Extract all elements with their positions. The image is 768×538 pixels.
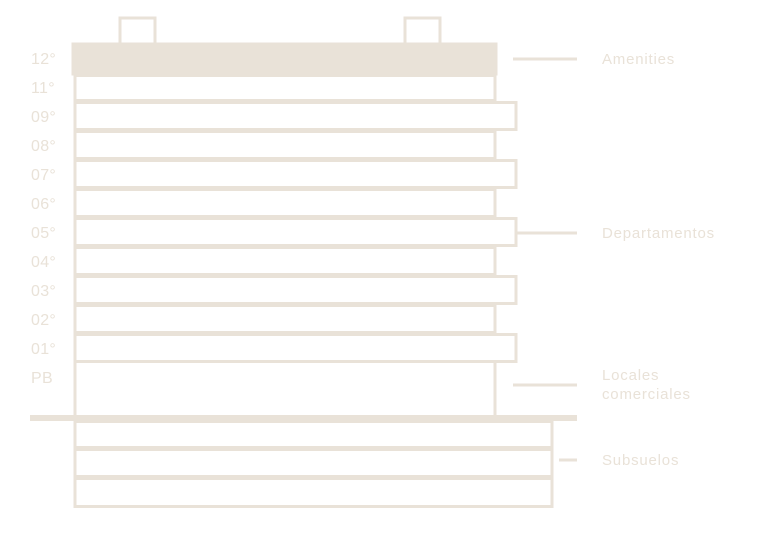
floor-02 — [73, 304, 497, 334]
floor-09 — [73, 101, 518, 131]
label-locales-comerciales-line1: Locales — [602, 367, 659, 384]
roof-antenna-left — [118, 16, 157, 44]
floor-label-02: 02° — [31, 312, 56, 329]
floor-label-04: 04° — [31, 254, 56, 271]
floor-label-11: 11° — [31, 80, 55, 97]
floor-label-07: 07° — [31, 167, 56, 184]
floor-01 — [73, 333, 518, 363]
floor-04 — [73, 246, 497, 276]
floor-12-amenities — [71, 42, 498, 76]
label-departamentos: Departamentos — [602, 225, 715, 242]
floor-05 — [73, 217, 518, 247]
label-subsuelos: Subsuelos — [602, 452, 679, 469]
floor-label-08: 08° — [31, 138, 56, 155]
floor-07 — [73, 159, 518, 189]
floor-label-12: 12° — [31, 51, 56, 68]
floor-11 — [73, 74, 497, 102]
label-amenities: Amenities — [602, 51, 675, 68]
basement-level-1 — [73, 420, 554, 449]
floor-label-06: 06° — [31, 196, 56, 213]
basement-level-3 — [73, 477, 554, 508]
floor-03 — [73, 275, 518, 305]
floor-label-05: 05° — [31, 225, 56, 242]
floor-label-01: 01° — [31, 341, 56, 358]
floor-06 — [73, 188, 497, 218]
building-structure — [71, 16, 577, 508]
floor-08 — [73, 130, 497, 160]
label-locales-comerciales-line2: comerciales — [602, 386, 691, 403]
floor-label-pb: PB — [31, 370, 53, 387]
roof-antenna-right — [403, 16, 442, 44]
ground-line — [30, 415, 577, 421]
floor-label-09: 09° — [31, 109, 56, 126]
floor-label-03: 03° — [31, 283, 56, 300]
basement-level-2 — [73, 448, 554, 478]
